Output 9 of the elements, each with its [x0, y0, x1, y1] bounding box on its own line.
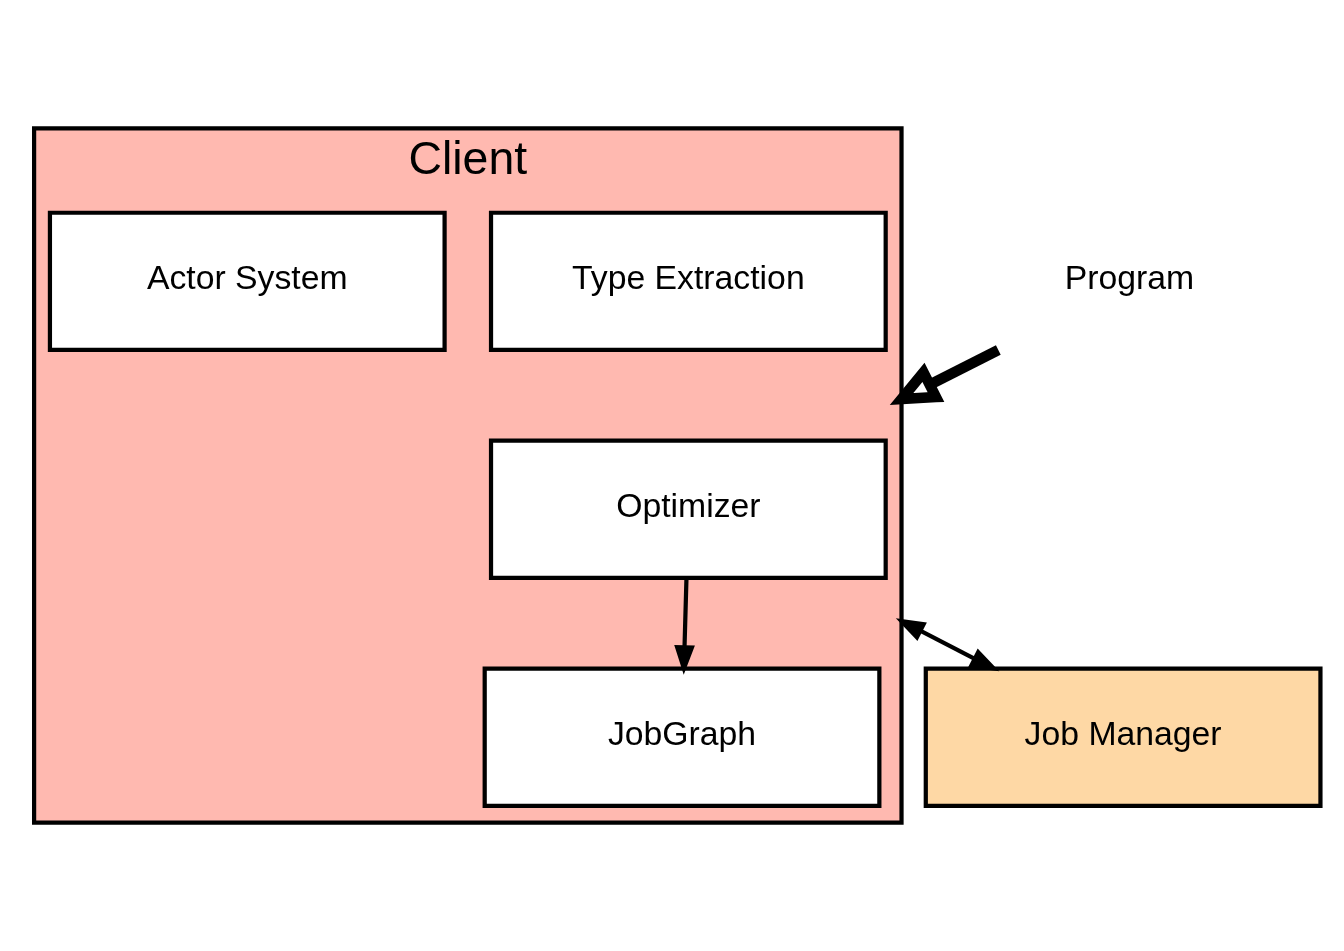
node-box: Actor System	[47, 210, 447, 353]
node-text: Program	[1064, 258, 1195, 297]
arrow	[889, 345, 1001, 405]
node-box: JobGraph	[482, 666, 882, 808]
node-box: Type Extraction	[488, 210, 888, 353]
node-box: Optimizer	[488, 438, 888, 580]
node-box: Job Manager	[923, 666, 1323, 808]
arrow	[895, 618, 1000, 672]
arrow	[674, 577, 695, 675]
